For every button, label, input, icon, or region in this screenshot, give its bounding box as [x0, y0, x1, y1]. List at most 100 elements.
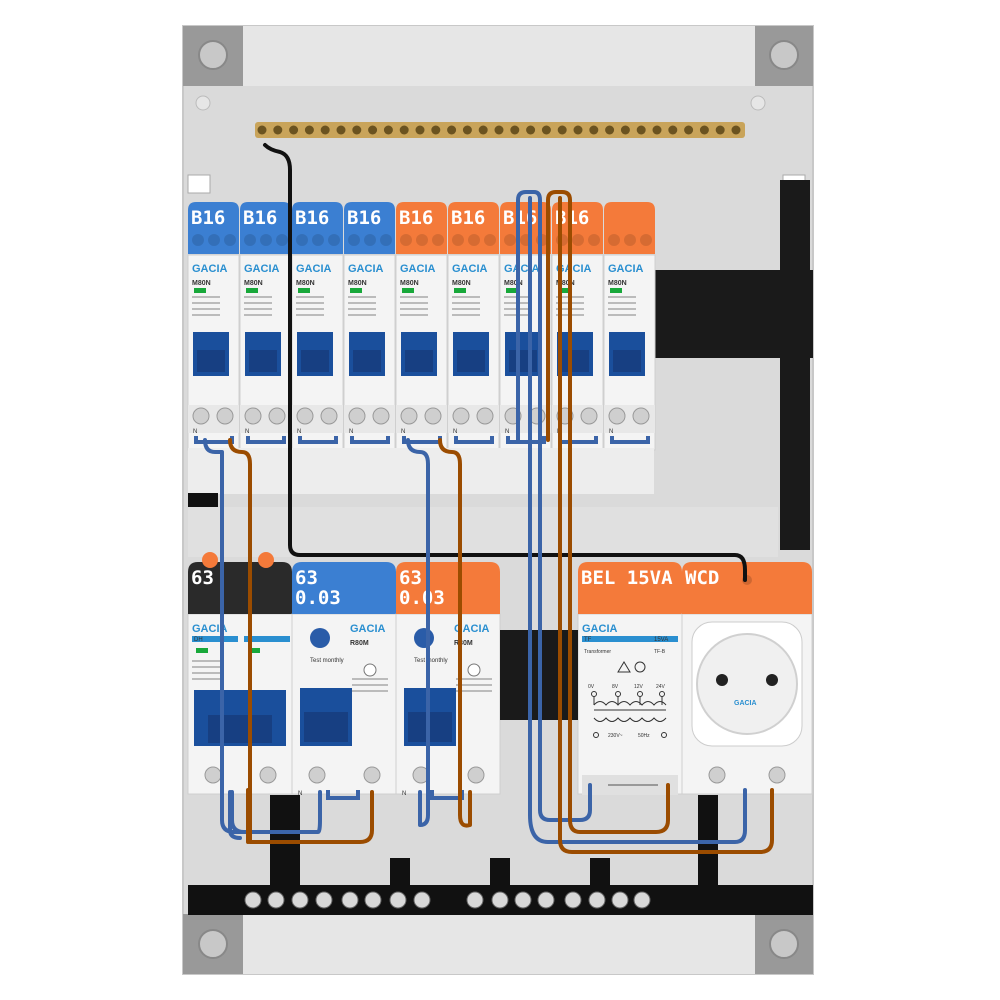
breaker-model: M80N [192, 280, 211, 287]
phase-wire [438, 438, 472, 828]
busbar-stud [431, 125, 441, 135]
test-button-icon[interactable] [310, 628, 330, 648]
status-indicator [196, 648, 208, 653]
terminal-screw-icon [452, 407, 470, 425]
rail-stub [188, 493, 218, 507]
status-indicator [610, 288, 622, 293]
input-voltage: 230V~ [608, 733, 623, 739]
busbar-screw-icon [291, 891, 309, 909]
bottom-cover-panel [243, 914, 755, 974]
test-instruction: Test monthly [310, 658, 344, 664]
corner-screws [183, 26, 813, 974]
busbar-screw-icon [364, 891, 382, 909]
busbar-screw-icon [267, 891, 285, 909]
breaker-rating: B16 [399, 207, 433, 229]
breaker-rating: B16 [191, 207, 225, 229]
busbar-screw-icon [389, 891, 407, 909]
terminal-screw-icon [708, 766, 726, 784]
brand-logo: GACIA [504, 263, 540, 275]
terminal-screw-icon [608, 407, 626, 425]
busbar-stud [447, 125, 457, 135]
earth-wire [263, 143, 747, 582]
terminal-screw-icon [320, 407, 338, 425]
busbar-stud [368, 125, 378, 135]
tap-label: 12V [634, 684, 644, 690]
brand-logo: GACIA [348, 263, 384, 275]
breaker-model: M80N [400, 280, 419, 287]
terminal-screw-icon [216, 407, 234, 425]
module-label-cap [396, 562, 500, 614]
terminal-label: N [349, 429, 353, 435]
rcd-rating: 63 [295, 567, 318, 589]
breaker-model: M80N [296, 280, 315, 287]
breaker-label-cap [344, 202, 395, 254]
socket-outlet[interactable] [696, 633, 798, 735]
breaker-rating: B16 [243, 207, 277, 229]
busbar-stud [399, 125, 409, 135]
transformer-model: TF [584, 637, 592, 643]
top-cover-panel [243, 26, 755, 86]
rcd-sensitivity: 0.03 [295, 587, 341, 609]
breaker-label-cap [396, 202, 447, 254]
status-indicator [194, 288, 206, 293]
busbar-stud [257, 125, 267, 135]
test-button-icon[interactable] [414, 628, 434, 648]
busbar-screw-icon [564, 891, 582, 909]
terminal-screw-icon [476, 407, 494, 425]
module-label-cap [578, 562, 682, 614]
busbar-stud [526, 125, 536, 135]
breaker-label-cap [448, 202, 499, 254]
terminal-screw-icon [768, 766, 786, 784]
neutral-wire [406, 438, 430, 827]
terminal-screw-icon [192, 407, 210, 425]
busbar-screw-icon [413, 891, 431, 909]
busbar-stud [383, 125, 393, 135]
socket-hole-icon [716, 674, 728, 686]
side-rail [780, 180, 810, 550]
socket-phase-wire [558, 196, 774, 854]
tap-label: 8V [612, 684, 619, 690]
tap-label: 0V [588, 684, 595, 690]
winding-icon [593, 701, 667, 706]
busbar-stud [273, 125, 283, 135]
module-label-cap [292, 562, 396, 614]
busbar-stud [620, 125, 630, 135]
breaker-model: M80N [504, 280, 523, 287]
busbar-stud [510, 125, 520, 135]
busbar-stud [557, 125, 567, 135]
breaker-label-cap [604, 202, 655, 254]
busbar-stud [699, 125, 709, 135]
status-indicator [402, 288, 414, 293]
busbar-screw-icon [341, 891, 359, 909]
wiring [203, 143, 774, 854]
busbar-screw-icon [588, 891, 606, 909]
brand-logo: GACIA [296, 263, 332, 275]
busbar-stud [478, 125, 488, 135]
busbar-stud [715, 125, 725, 135]
terminal-screw-icon [467, 766, 485, 784]
separator-panel [188, 507, 778, 557]
test-instruction: Test monthly [414, 658, 448, 664]
bell-icon [617, 661, 631, 673]
rcd-rating: 63 [399, 567, 422, 589]
brand-logo: GACIA [582, 623, 618, 635]
terminal-label: N [298, 791, 302, 797]
phase-wire [228, 438, 374, 844]
terminal-screw-icon [268, 407, 286, 425]
transformer-label: BEL 15VA [581, 567, 673, 589]
terminal-label: N [245, 429, 249, 435]
breaker-label-cap [188, 202, 239, 254]
breaker-model: M80N [348, 280, 367, 287]
busbar-stud [652, 125, 662, 135]
breaker-rating: B16 [347, 207, 381, 229]
breaker-rating: B16 [555, 207, 589, 229]
terminal-screw-icon [580, 407, 598, 425]
status-indicator [506, 288, 518, 293]
busbar-screw-icon [491, 891, 509, 909]
rcd-model: R80M [350, 640, 369, 647]
terminal-screw-icon [348, 407, 366, 425]
